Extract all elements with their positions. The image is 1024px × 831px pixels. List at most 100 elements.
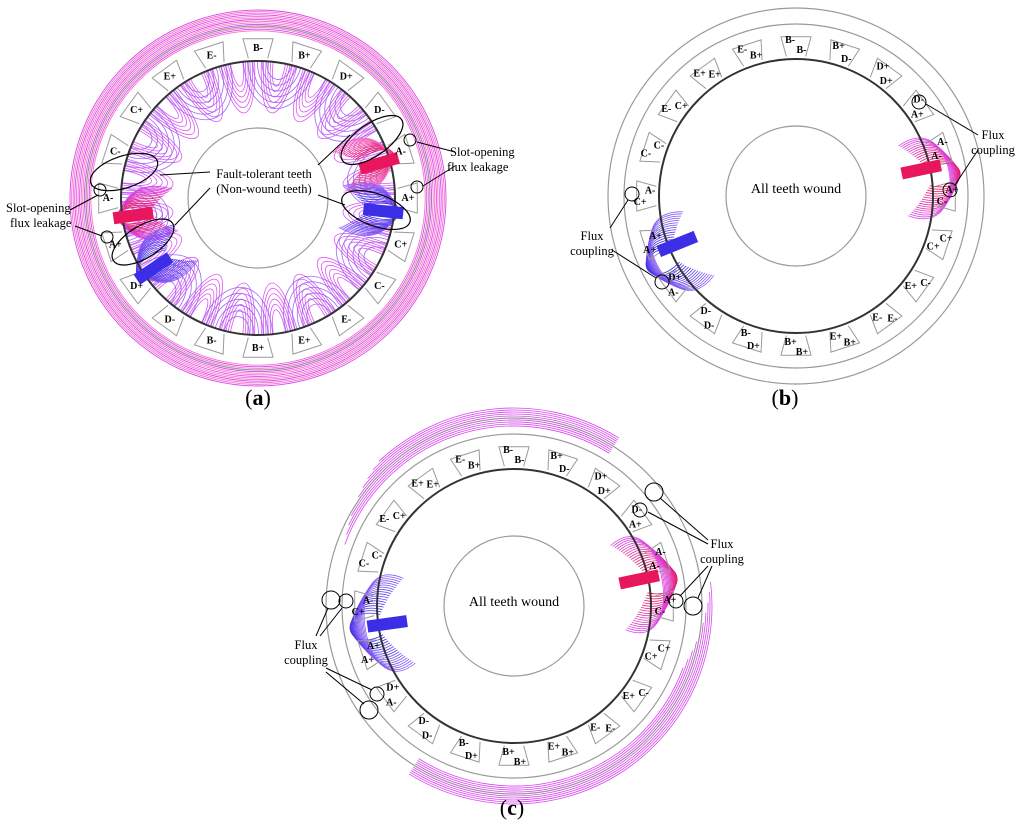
panel-a-flux-petal: [229, 309, 244, 336]
panel-a-flux-petal: [314, 78, 378, 142]
panel-c-yoke-flux-line: [346, 423, 611, 536]
panel-b-slot-label: C-: [937, 197, 948, 208]
panel-c-slot-label: A-: [363, 596, 374, 607]
panel-c-slot-outline: [547, 449, 579, 477]
annotation-arrow-4: [317, 194, 346, 206]
annotation-arrow-c1: [659, 497, 709, 541]
panel-c-coil-flux-line: [358, 584, 406, 664]
panel-a-slot-outline: [101, 133, 129, 165]
panel-c-slot-label: A+: [361, 655, 374, 666]
panel-a-flux-petal: [319, 80, 376, 137]
panel-b-coil-flux-line: [908, 145, 956, 210]
panel-b-coil-flux-line: [910, 146, 956, 208]
panel-c-coil-flux-line: [628, 550, 673, 614]
panel-a-slot-label: A+: [402, 193, 415, 204]
panel-c-coil-flux-line: [351, 602, 391, 649]
panel-c-yoke-flux-line: [348, 421, 612, 526]
annotation-arrow-b3: [609, 199, 629, 229]
annotation-ellipse-fault-tolerant-right-bottom: [341, 189, 411, 231]
annotation-circle-c7: [369, 686, 385, 702]
panel-c-yoke-flux-line: [412, 612, 707, 799]
panel-a-slot-label: B-: [207, 336, 217, 347]
panel-a-slot-label: C-: [110, 147, 121, 158]
panel-a-flux-petal: [307, 298, 327, 324]
panel-c-coil-flux-line: [353, 595, 396, 655]
panel-b-slot-outline: [902, 89, 935, 123]
panel-b-coil-flux-line: [912, 148, 957, 206]
panel-c-slot-label: E-: [590, 722, 600, 733]
panel-b-slot-outline: [731, 325, 763, 353]
panel-c-slot-outline: [354, 590, 375, 622]
panel-a-slot-label: B+: [252, 343, 265, 354]
panel-b-caption: (b): [772, 385, 799, 410]
panel-c-stator-outer-circle: [341, 433, 687, 779]
panel-a-flux-petal: [307, 72, 327, 98]
panel-a-flux-petal: [138, 254, 202, 318]
panel-a-flux-petal: [337, 277, 361, 301]
panel-b-slot-label: E+: [693, 68, 706, 79]
panel-c-slot-outline: [407, 467, 441, 500]
panel-a-slot-outline: [364, 271, 397, 305]
annotation-arrow-b4: [611, 249, 657, 279]
panel-c-coil-flux-line: [638, 560, 677, 602]
panel-b-slot-outline: [902, 269, 935, 303]
panel-b-slot-outline: [829, 325, 861, 353]
panel-a-rotor-inner-circle: [187, 127, 329, 269]
panel-a-stator-outline: [85, 25, 431, 371]
panel-a-slot-outline: [98, 182, 119, 214]
panel-a-flux-petal: [187, 71, 212, 103]
annotation-circle-c2: [632, 502, 648, 518]
panel-b-slot-outline: [657, 89, 690, 123]
panel-a-yoke-ring: [74, 14, 442, 382]
panel-a-slot-outline: [364, 91, 397, 125]
panel-a-yoke-ring: [72, 12, 444, 384]
panel-b-coil-flux-line: [646, 229, 696, 283]
panel-a-flux-petal: [334, 88, 368, 122]
panel-c-slot-label: D-: [559, 464, 570, 475]
panel-c-coil-flux-line: [354, 593, 398, 657]
panel-a-flux-petal: [122, 105, 181, 173]
panel-c-slot-label: C+: [352, 607, 365, 618]
panel-b-coil-flux-line: [906, 143, 955, 212]
annotation-arrow-c5: [315, 607, 329, 637]
panel-c-slot-outline: [407, 712, 441, 745]
panel-a-flux-petal: [187, 293, 212, 325]
annotation-arrow-7: [416, 141, 456, 153]
annotation-ellipse-fault-tolerant-left-top: [89, 152, 159, 192]
panel-c-yoke-flux-line: [410, 602, 709, 801]
panel-c-coil-flux-line: [643, 566, 678, 595]
panel-c-slot-label: E-: [605, 724, 615, 735]
panel-a-slot-outline: [242, 337, 274, 358]
panel-c-slot-label: E+: [623, 691, 636, 702]
panel-a-slot-label: B+: [298, 50, 311, 61]
panel-c-motor-flux-plot: B-B-B+D-D+D+D-A+A-A-A+C-C+C+C-E+E-E-B+E+…: [284, 407, 745, 820]
panel-a-flux-petal: [227, 304, 247, 336]
panel-c-slot-outline: [375, 679, 408, 713]
panel-c-slot-outline: [498, 446, 530, 467]
panel-c-slot-label: E+: [411, 478, 424, 489]
panel-b-slot-outline: [869, 302, 903, 335]
panel-c-coil-flux-line: [355, 591, 400, 659]
panel-a-flux-petal: [263, 288, 296, 336]
annotation-arrow-3: [317, 134, 351, 166]
panel-a-flux-petal: [222, 293, 251, 336]
panel-a-flux-petal: [321, 89, 367, 135]
panel-a-slot-outline: [291, 41, 323, 69]
panel-c-stator-outline: [325, 417, 703, 795]
annotation-slot-leak-right-line2: flux leakage: [447, 160, 509, 174]
panel-a-flux-petal: [266, 60, 293, 80]
panel-a-flux-petal: [358, 247, 384, 267]
panel-b-center-text: All teeth wound: [751, 182, 841, 197]
panel-a-flux-petal: [168, 63, 229, 115]
panel-b-coil-flux-line: [916, 152, 958, 201]
panel-b-stator-outer-circle: [623, 23, 969, 369]
panel-b-slot-label: E-: [737, 45, 747, 56]
panel-c-yoke-flux-line: [358, 415, 615, 498]
panel-a-yoke-ring: [83, 23, 433, 373]
panel-c-coil-flux-line: [352, 600, 393, 651]
panel-c-slot-label: C-: [372, 551, 383, 562]
panel-a-flux-petal: [304, 71, 329, 103]
annotation-c-right-line1: Flux: [711, 537, 735, 551]
panel-a-flux-petal: [180, 68, 215, 98]
panel-c-airgap-circle: [376, 468, 652, 744]
